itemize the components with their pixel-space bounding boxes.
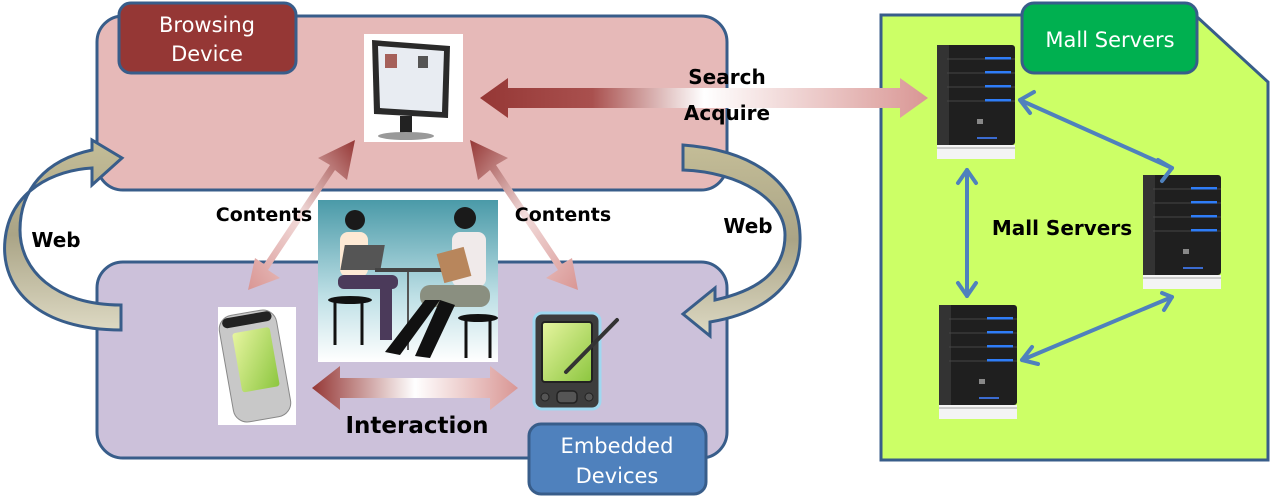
server-tower-icon-2 (1142, 174, 1222, 290)
server-link-1-2 (1018, 90, 1174, 183)
embedded-devices-title-box: Embedded Devices (527, 422, 708, 496)
pda-stylus-icon (532, 311, 619, 411)
web-label-left: Web (31, 228, 80, 252)
browsing-device-title-line1: Browsing (159, 13, 255, 37)
pda-phone-icon (218, 307, 296, 425)
web-label-right: Web (723, 214, 772, 238)
mall-servers-center-label: Mall Servers (992, 216, 1132, 240)
server-link-2-3 (1020, 291, 1174, 366)
desktop-monitor-icon (364, 34, 463, 142)
embedded-devices-title-line2: Devices (576, 464, 659, 488)
server-link-arrows (956, 90, 1174, 366)
contents-arrow-right (470, 140, 578, 290)
contents-label-left: Contents (216, 204, 312, 226)
search-label: Search (688, 65, 765, 89)
interaction-label: Interaction (345, 413, 488, 439)
server-tower-icon-1 (936, 44, 1016, 160)
browsing-device-title-box: Browsing Device (117, 1, 298, 75)
people-meeting-image (318, 200, 498, 362)
contents-label-right: Contents (515, 204, 611, 226)
search-acquire-arrow (480, 78, 928, 118)
web-arrow-left (3, 137, 125, 332)
web-arrow-right (680, 143, 802, 340)
interaction-arrow (312, 366, 518, 410)
server-tower-icon-3 (938, 304, 1018, 420)
mall-servers-title-box: Mall Servers (1020, 1, 1199, 75)
acquire-label: Acquire (684, 101, 770, 125)
embedded-devices-title-line1: Embedded (561, 434, 674, 458)
mall-servers-title: Mall Servers (1045, 28, 1174, 52)
browsing-device-title-line2: Device (171, 42, 243, 66)
contents-arrow-left (248, 140, 355, 290)
server-link-1-3 (956, 168, 978, 298)
